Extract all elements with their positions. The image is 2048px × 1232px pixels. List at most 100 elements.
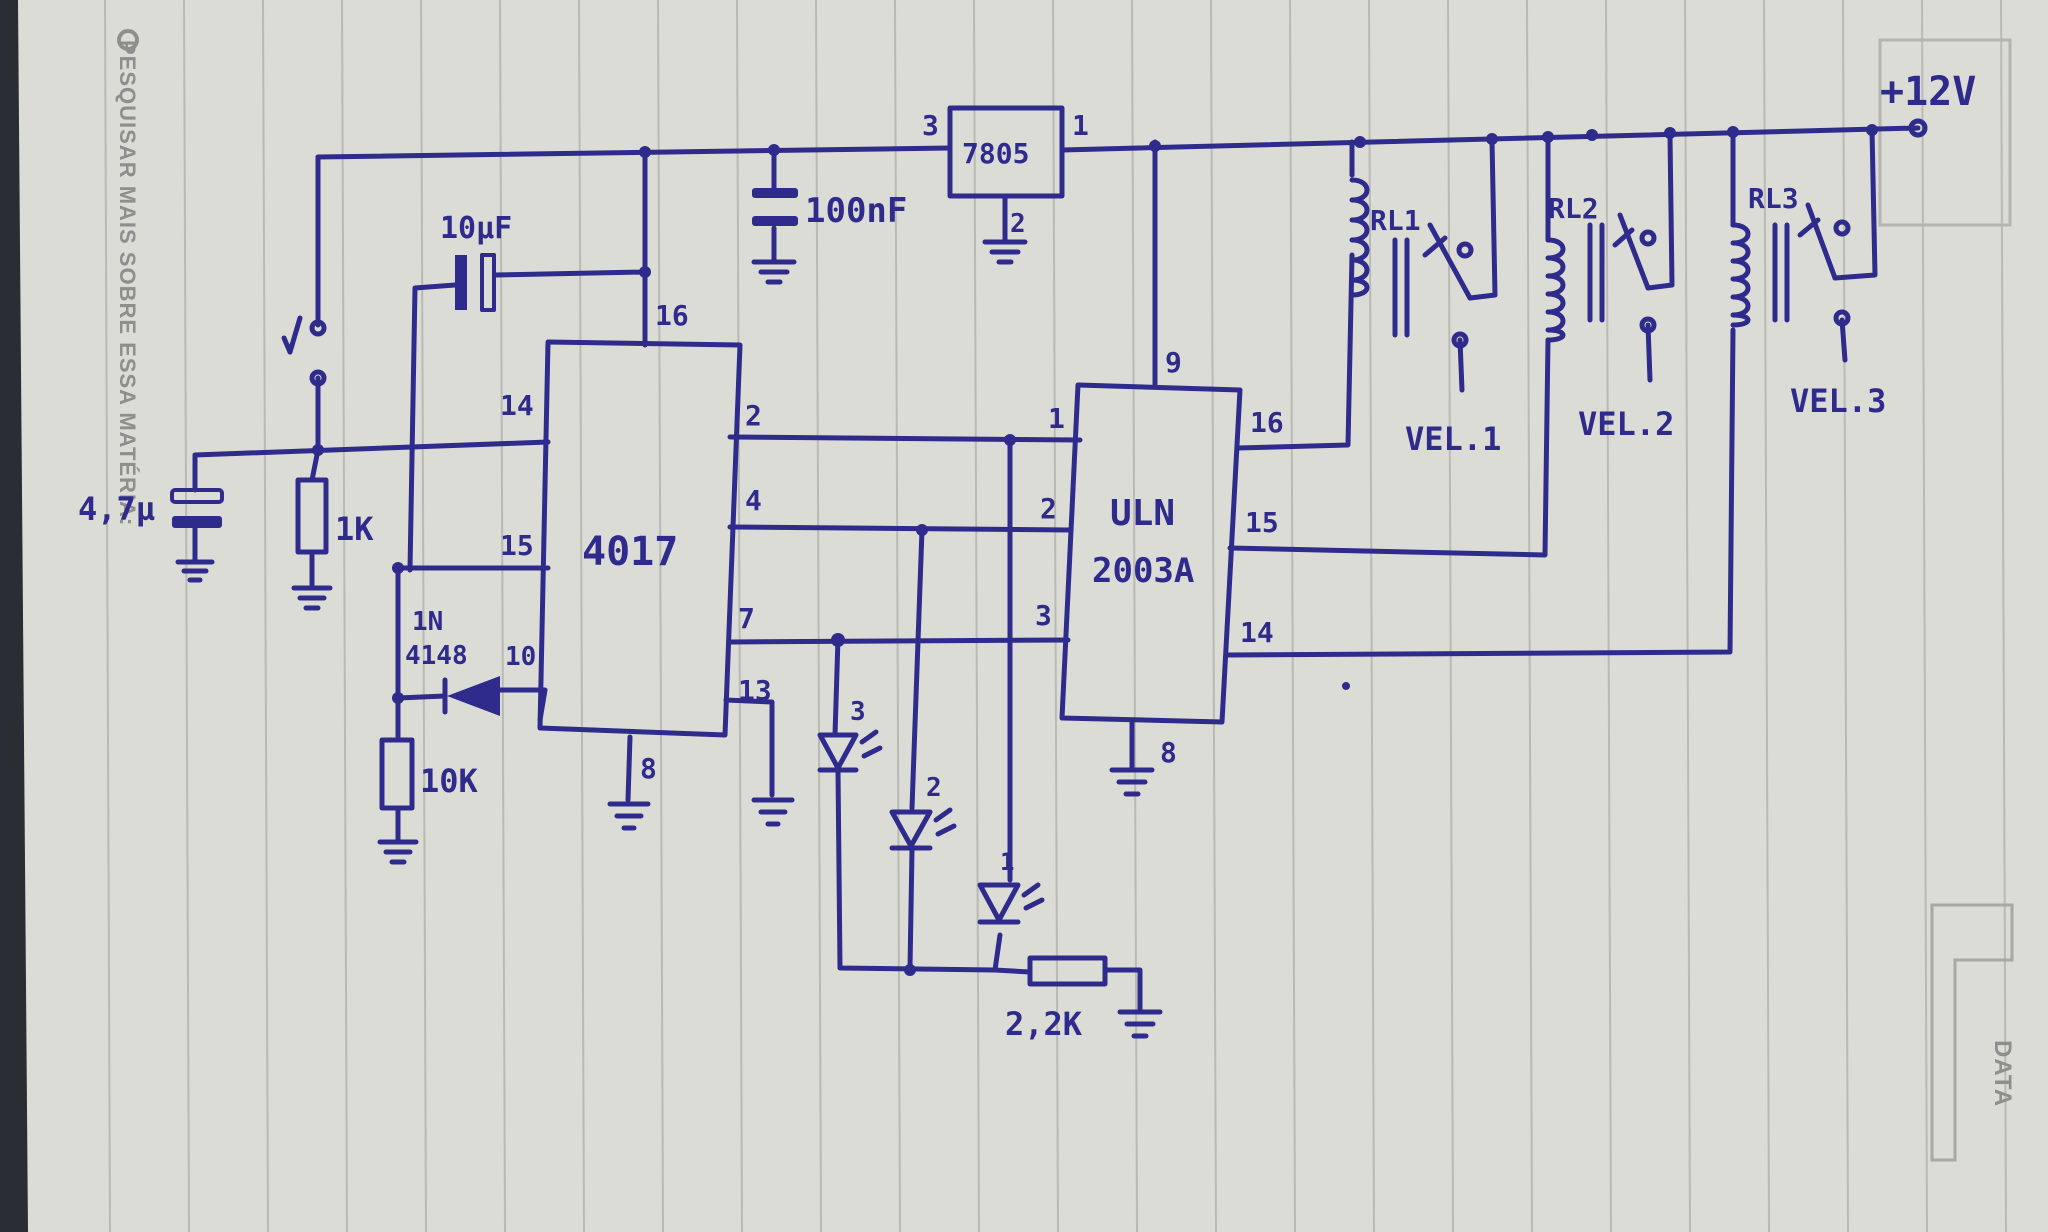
ruled-line <box>183 0 190 1232</box>
ground-icon <box>175 559 215 583</box>
ruled-line <box>1368 0 1375 1232</box>
ruled-line <box>1289 0 1296 1232</box>
ground-icon <box>982 239 1028 265</box>
resistor-1k <box>295 477 329 555</box>
ic-4017-label: 4017 <box>582 529 678 575</box>
side-note-text: PESQUISAR MAIS SOBRE ESSA MATÉRIA: <box>115 40 140 526</box>
ic-uln-pin-14: 14 <box>1240 616 1274 649</box>
junction-dots <box>312 124 1878 976</box>
ic-uln-pin-3: 3 <box>1035 599 1052 632</box>
led-3-label: 3 <box>850 697 866 727</box>
regulator-pin-in: 3 <box>922 109 939 142</box>
ruled-line <box>736 0 743 1232</box>
page-corner-box <box>1878 38 2012 227</box>
ic-4017-pin-14: 14 <box>500 389 534 422</box>
ruled-line <box>262 0 269 1232</box>
led-2-label: 2 <box>926 773 942 803</box>
ic-4017-pin-16: 16 <box>655 299 689 332</box>
regulator-pin-gnd: 2 <box>1010 209 1026 239</box>
resistor-2k2 <box>1027 955 1108 987</box>
diode-1n4148 <box>442 676 500 716</box>
ic-4017-pin-2: 2 <box>745 399 762 432</box>
ruled-line <box>894 0 901 1232</box>
ruled-line <box>1684 0 1691 1232</box>
supply-terminal <box>1908 118 1928 138</box>
ruled-line <box>1921 0 1928 1232</box>
ic-4017 <box>537 339 743 738</box>
ic-uln-pin-2: 2 <box>1040 492 1057 525</box>
ruled-line <box>1605 0 1612 1232</box>
date-label: DATA <box>1989 1040 2016 1107</box>
ruled-line <box>973 0 980 1232</box>
cap-100nf-label: 100nF <box>805 191 907 231</box>
vel-1-label: VEL.1 <box>1405 420 1501 458</box>
ruled-line <box>1447 0 1454 1232</box>
ruled-line <box>1526 0 1533 1232</box>
ground-icon <box>1109 767 1155 797</box>
vel-2-label: VEL.2 <box>1578 405 1674 443</box>
ground-icon <box>377 839 419 865</box>
diode-label-1: 1N <box>412 607 443 637</box>
paper-sheet <box>18 0 2048 1232</box>
ruled-line <box>1131 0 1138 1232</box>
ic-4017-pin-10: 10 <box>505 642 536 672</box>
regulator-label: 7805 <box>962 137 1029 170</box>
ic-4017-pin-13: 13 <box>738 674 772 707</box>
ic-4017-pin-15: 15 <box>500 529 534 562</box>
led-1 <box>977 882 1045 925</box>
ic-uln-pin-15: 15 <box>1245 506 1279 539</box>
ground-icon <box>751 797 795 827</box>
relay-1 <box>1349 177 1474 349</box>
ic-uln-pin-8: 8 <box>1160 736 1177 769</box>
ruled-line <box>420 0 427 1232</box>
resistor-10k <box>379 737 415 811</box>
led-3 <box>817 729 883 773</box>
ic-uln-label-1: ULN <box>1110 493 1175 534</box>
ic-4017-pin-4: 4 <box>745 484 762 517</box>
ruled-line <box>1052 0 1059 1232</box>
ic-uln-pin-16: 16 <box>1250 406 1284 439</box>
ic-4017-pin-7: 7 <box>738 602 755 635</box>
ruled-line <box>1763 0 1770 1232</box>
ic-uln2003a <box>1059 382 1243 725</box>
ic-uln-pin-9: 9 <box>1165 346 1182 379</box>
ruled-line <box>657 0 664 1232</box>
led-1-label: 1 <box>1000 848 1014 876</box>
ground-icon <box>607 801 651 831</box>
supply-label: +12V <box>1880 69 1976 115</box>
ground-icon <box>291 585 333 611</box>
date-box <box>1930 903 2014 1162</box>
ruled-line <box>1842 0 1849 1232</box>
led-2 <box>889 807 957 851</box>
ic-uln-label-2: 2003A <box>1092 551 1194 591</box>
relay-2 <box>1545 212 1657 343</box>
relay-1-label: RL1 <box>1370 204 1421 237</box>
ground-icon <box>751 259 797 285</box>
diode-label-2: 4148 <box>405 641 468 671</box>
ruled-line <box>499 0 506 1232</box>
cap-10uf-label: 10µF <box>440 211 512 246</box>
ruled-line <box>104 0 111 1232</box>
ruled-line <box>341 0 348 1232</box>
pushbutton-switch <box>281 315 327 387</box>
ruled-line <box>1210 0 1217 1232</box>
res-10k-label: 10K <box>420 762 479 800</box>
relay-2-label: RL2 <box>1548 192 1599 225</box>
relay-3-label: RL3 <box>1748 182 1799 215</box>
ic-uln-pin-1: 1 <box>1048 402 1065 435</box>
cap-4u7-label: 4,7µ <box>78 490 155 528</box>
capacitor-100nf <box>751 188 798 285</box>
regulator-pin-out: 1 <box>1072 109 1089 142</box>
capacitor-4u7 <box>170 488 224 583</box>
res-1k-label: 1K <box>335 510 374 548</box>
vel-3-label: VEL.3 <box>1790 382 1886 420</box>
ground-icon <box>1117 1009 1163 1039</box>
ruled-lines <box>104 0 2007 1232</box>
res-2k2-label: 2,2K <box>1005 1005 1083 1043</box>
ruled-line <box>578 0 585 1232</box>
relay-3 <box>1730 202 1851 328</box>
capacitor-10uf <box>455 253 496 312</box>
side-note-circle-icon <box>117 29 139 51</box>
